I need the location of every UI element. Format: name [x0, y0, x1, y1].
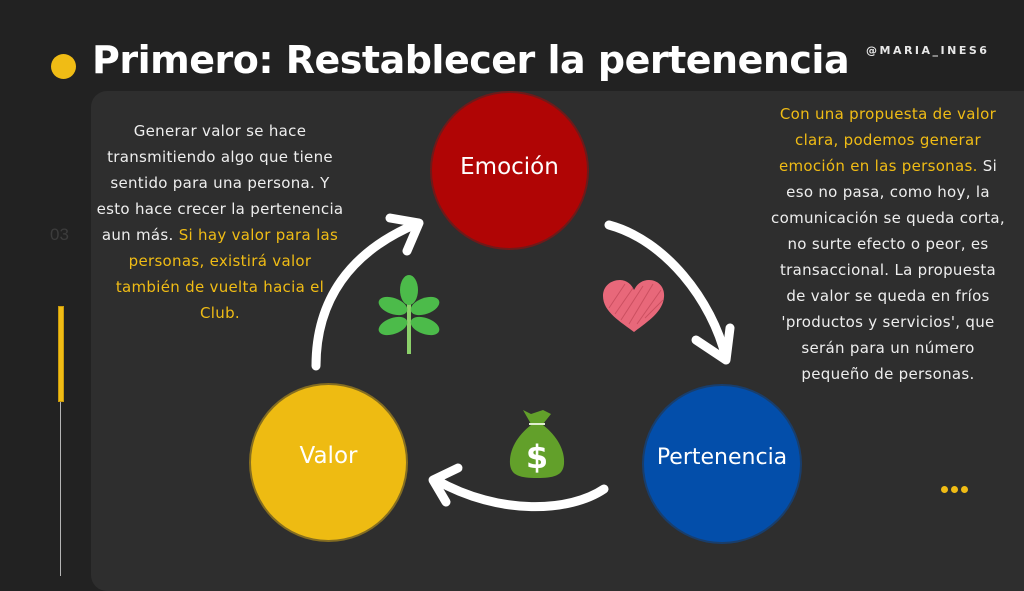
- progress-line: [60, 400, 61, 576]
- slide-number: 03: [50, 225, 69, 244]
- author-handle: @MARIA_INES6: [866, 44, 990, 57]
- node-emocion: Emoción: [432, 93, 587, 248]
- node-pertenencia: Pertenencia: [644, 386, 800, 542]
- svg-text:$: $: [526, 438, 548, 476]
- right-description: Con una propuesta de valor clara, podemo…: [768, 101, 1008, 387]
- right-description-highlight: Con una propuesta de valor clara, podemo…: [778, 105, 997, 175]
- money-bag-icon: $: [509, 410, 565, 478]
- right-description-plain: Si eso no pasa, como hoy, la comunicació…: [771, 157, 1005, 383]
- cycle-arrows: [311, 213, 735, 512]
- node-pertenencia-label: Pertenencia: [656, 444, 788, 470]
- arrow-emocion-to-pertenencia: [604, 220, 731, 363]
- left-description-highlight: Si hay valor para las personas, existirá…: [115, 226, 339, 322]
- arrow-valor-to-emocion: [311, 219, 421, 371]
- title-bullet-icon: [51, 54, 76, 79]
- plant-icon: [378, 275, 440, 354]
- progress-indicator: [58, 306, 64, 402]
- more-options-icon[interactable]: [941, 486, 968, 493]
- page-title: Primero: Restablecer la pertenencia: [92, 38, 850, 82]
- node-emocion-label: Emoción: [460, 153, 559, 180]
- left-description-plain: Generar valor se hace transmitiendo algo…: [96, 122, 344, 244]
- node-valor: Valor: [251, 385, 406, 540]
- arrow-pertenencia-to-valor: [431, 475, 609, 512]
- left-description: Generar valor se hace transmitiendo algo…: [94, 118, 346, 326]
- node-valor-label: Valor: [299, 442, 358, 469]
- heart-icon: [603, 280, 665, 332]
